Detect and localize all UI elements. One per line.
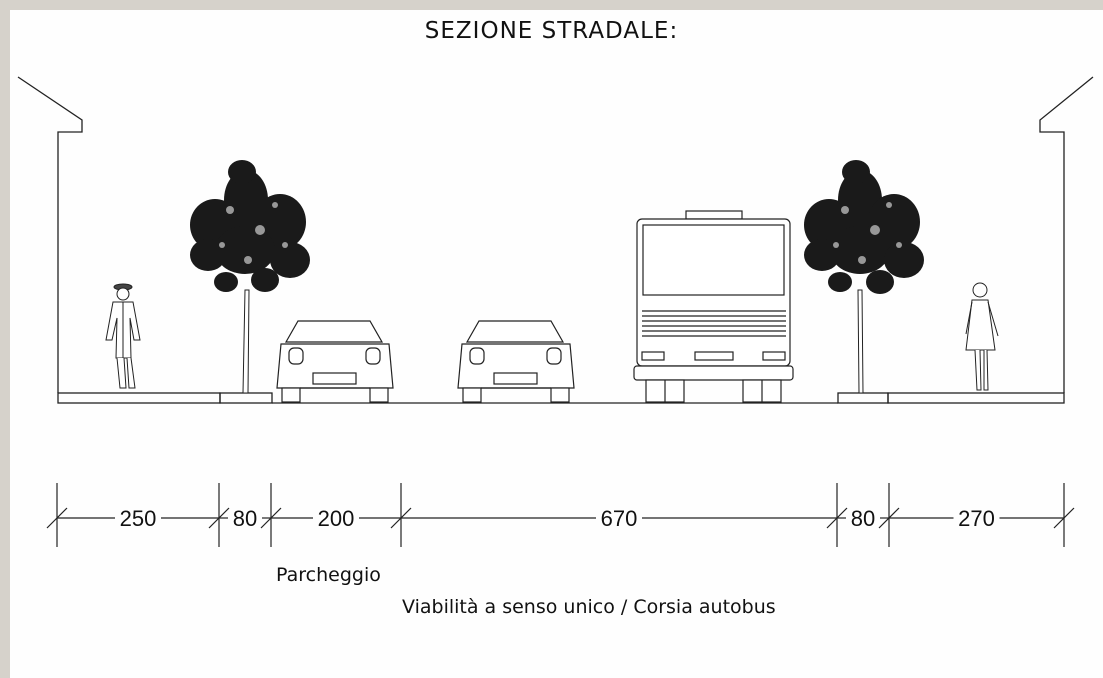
car-parked — [276, 320, 394, 403]
dim-80-right-label: 80 — [851, 506, 875, 531]
left-building — [17, 76, 83, 393]
lane-label: Viabilità a senso unico / Corsia autobus — [402, 596, 776, 618]
bus-grille — [642, 310, 786, 337]
pedestrian-man — [105, 283, 141, 389]
dim-80-left-label: 80 — [233, 506, 257, 531]
dim-270-label: 270 — [958, 506, 995, 531]
bus — [633, 210, 794, 403]
dimension-line: 250 80 200 670 80 270 — [46, 483, 1075, 547]
pedestrian-woman — [965, 282, 999, 391]
drawing-title: SEZIONE STRADALE: — [424, 18, 679, 44]
right-building — [1039, 76, 1094, 393]
dim-250-label: 250 — [120, 506, 157, 531]
left-tree-strip — [219, 392, 273, 404]
car-moving — [457, 320, 575, 403]
tree-left — [190, 160, 310, 394]
left-sidewalk — [57, 392, 221, 404]
tree-right — [804, 160, 924, 394]
parking-label: Parcheggio — [276, 564, 381, 586]
right-sidewalk — [887, 392, 1065, 404]
right-tree-strip — [837, 392, 889, 404]
dim-670-label: 670 — [601, 506, 638, 531]
dim-200-label: 200 — [318, 506, 355, 531]
